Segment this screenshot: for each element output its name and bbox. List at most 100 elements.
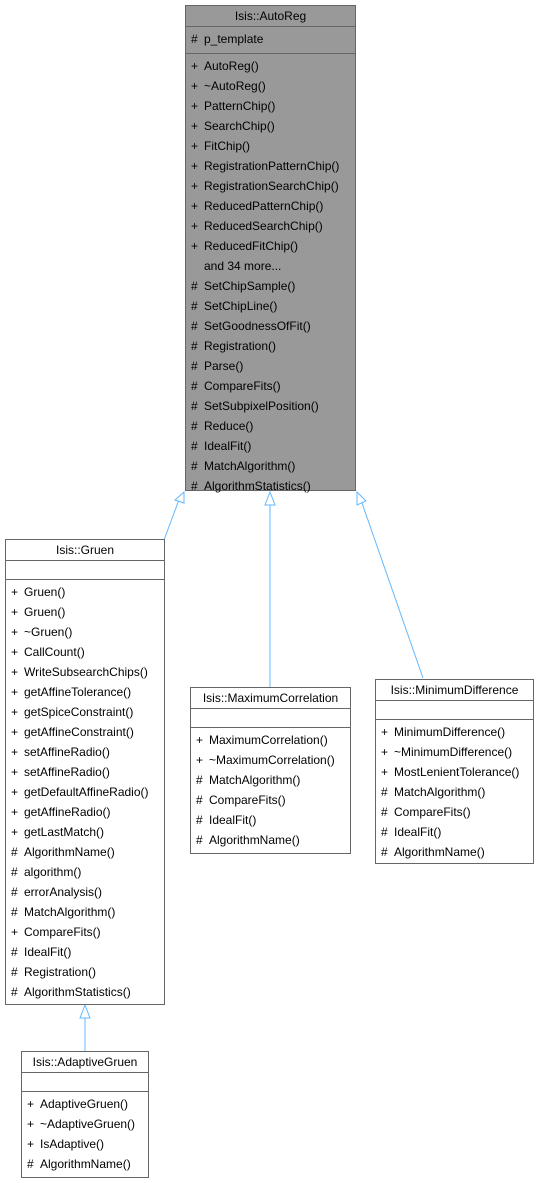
- method-row: #AlgorithmName(): [376, 842, 533, 862]
- method-row: +~MaximumCorrelation(): [191, 750, 350, 770]
- edge-gruen-to-autoreg: [163, 490, 185, 541]
- method-row: + getAffineRadio(): [6, 802, 164, 822]
- method-row: #algorithm(): [6, 862, 164, 882]
- member-name: CompareFits(): [209, 793, 286, 807]
- visibility-marker: #: [11, 965, 18, 979]
- visibility-marker: +: [11, 625, 19, 639]
- member-name: getLastMatch(): [24, 825, 105, 839]
- member-name: ReducedFitChip(): [204, 239, 299, 253]
- visibility-marker: #: [191, 339, 198, 353]
- method-row: +getSpiceConstraint(): [6, 702, 164, 722]
- member-name: CompareFits(): [24, 925, 101, 939]
- member-name: algorithm(): [24, 865, 82, 879]
- method-row: +~AdaptiveGruen(): [22, 1114, 148, 1134]
- member-name: Reduce(): [204, 419, 254, 433]
- member-name: and 34 more...: [204, 259, 282, 273]
- method-row: #MatchAlgorithm(): [186, 456, 355, 476]
- visibility-marker: #: [191, 459, 198, 473]
- class-name: Isis::AdaptiveGruen: [22, 1052, 148, 1073]
- visibility-marker: +: [191, 79, 199, 93]
- method-row: +Gruen(): [6, 602, 164, 622]
- visibility-marker: +: [191, 99, 199, 113]
- visibility-marker: #: [191, 359, 198, 373]
- visibility-marker: +: [11, 785, 19, 799]
- method-row: #CompareFits(): [186, 376, 355, 396]
- member-name: RegistrationPatternChip(): [204, 159, 340, 173]
- method-row: +ReducedSearchChip(): [186, 216, 355, 236]
- method-row: + AutoReg(): [186, 56, 355, 76]
- class-box-gruen[interactable]: Isis::Gruen+Gruen()+Gruen()+~Gruen()+Cal…: [5, 539, 165, 1005]
- visibility-marker: +: [191, 59, 199, 73]
- visibility-marker: #: [381, 845, 388, 859]
- method-row: +CallCount(): [6, 642, 164, 662]
- member-name: SetSubpixelPosition(): [204, 399, 319, 413]
- member-name: MatchAlgorithm(): [24, 905, 116, 919]
- method-row: #SetSubpixelPosition(): [186, 396, 355, 416]
- class-box-minimumdifference[interactable]: Isis::MinimumDifference+MinimumDifferenc…: [375, 679, 534, 864]
- visibility-marker: +: [11, 765, 19, 779]
- member-name: getAffineRadio(): [24, 805, 111, 819]
- class-name: Isis::Gruen: [6, 540, 164, 561]
- member-name: AlgorithmStatistics(): [24, 985, 131, 999]
- member-name: ~MaximumCorrelation(): [209, 753, 335, 767]
- member-name: PatternChip(): [204, 99, 276, 113]
- edge-adaptivegruen-to-gruen: [79, 1003, 91, 1051]
- member-name: MinimumDifference(): [394, 725, 506, 739]
- visibility-marker: +: [27, 1117, 35, 1131]
- visibility-marker: +: [196, 733, 204, 747]
- member-name: CompareFits(): [394, 805, 471, 819]
- visibility-marker: #: [11, 885, 18, 899]
- method-row: #IdealFit(): [191, 810, 350, 830]
- member-name: Parse(): [204, 359, 244, 373]
- member-name: FitChip(): [204, 139, 251, 153]
- member-name: MaximumCorrelation(): [209, 733, 328, 747]
- member-name: AutoReg(): [204, 59, 259, 73]
- member-name: Registration(): [204, 339, 277, 353]
- method-row: + ReducedFitChip(): [186, 236, 355, 256]
- visibility-marker: +: [191, 239, 199, 253]
- member-name: CallCount(): [24, 645, 85, 659]
- visibility-marker: +: [11, 665, 19, 679]
- method-row: +getAffineTolerance(): [6, 682, 164, 702]
- member-name: SetChipSample(): [204, 279, 296, 293]
- class-box-maximumcorrelation[interactable]: Isis::MaximumCorrelation+MaximumCorrelat…: [190, 687, 351, 854]
- visibility-marker: #: [196, 833, 203, 847]
- member-name: getSpiceConstraint(): [24, 705, 134, 719]
- member-name: setAffineRadio(): [24, 745, 110, 759]
- class-box-adaptivegruen[interactable]: Isis::AdaptiveGruen+AdaptiveGruen()+~Ada…: [21, 1051, 149, 1178]
- visibility-marker: #: [381, 805, 388, 819]
- visibility-marker: +: [27, 1137, 35, 1151]
- member-name: MatchAlgorithm(): [394, 785, 486, 799]
- member-name: AlgorithmName(): [209, 833, 300, 847]
- attribute-row: #p_template: [186, 29, 355, 49]
- member-name: ~MinimumDifference(): [394, 745, 513, 759]
- visibility-marker: #: [11, 845, 18, 859]
- member-name: SearchChip(): [204, 119, 275, 133]
- member-name: getDefaultAffineRadio(): [24, 785, 149, 799]
- method-row: #MatchAlgorithm(): [6, 902, 164, 922]
- member-name: CompareFits(): [204, 379, 281, 393]
- method-row: +SearchChip(): [186, 116, 355, 136]
- methods-section: +AutoReg()+~AutoReg()+PatternChip()+Sear…: [186, 54, 355, 500]
- class-box-autoreg[interactable]: Isis::AutoReg#p_template+AutoReg()+~Auto…: [185, 5, 356, 493]
- method-row: +RegistrationPatternChip(): [186, 156, 355, 176]
- member-name: IdealFit(): [204, 439, 252, 453]
- visibility-marker: #: [11, 985, 18, 999]
- member-name: WriteSubsearchChips(): [24, 665, 148, 679]
- class-name: Isis::MinimumDifference: [376, 680, 533, 701]
- visibility-marker: +: [11, 585, 19, 599]
- edge-maximumcorrelation-to-autoreg: [264, 490, 276, 687]
- member-name: IdealFit(): [394, 825, 442, 839]
- member-name: p_template: [204, 32, 264, 46]
- attributes-section: [22, 1073, 148, 1092]
- more-members-link[interactable]: and 34 more...: [186, 256, 355, 276]
- member-name: SetGoodnessOfFit(): [204, 319, 311, 333]
- member-name: ReducedPatternChip(): [204, 199, 324, 213]
- visibility-marker: +: [11, 805, 19, 819]
- visibility-marker: #: [191, 479, 198, 493]
- method-row: #SetChipLine(): [186, 296, 355, 316]
- member-name: AlgorithmName(): [24, 845, 115, 859]
- method-row: #IdealFit(): [6, 942, 164, 962]
- attributes-section: #p_template: [186, 27, 355, 54]
